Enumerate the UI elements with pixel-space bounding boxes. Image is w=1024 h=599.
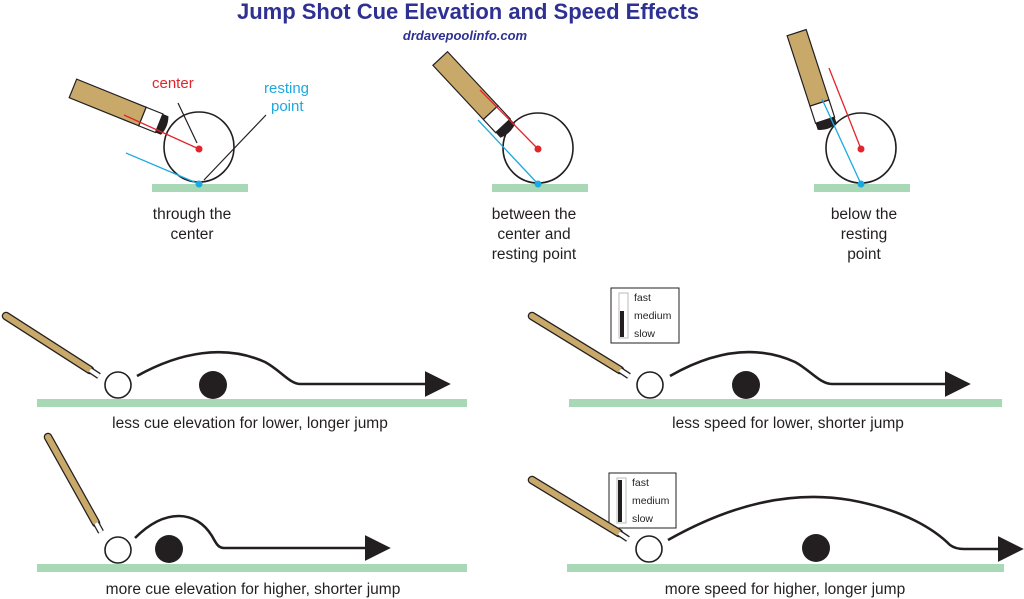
panel-more-elevation: more cue elevation for higher, shorter j…	[37, 432, 467, 598]
object-ball	[155, 535, 183, 563]
caption-line: point	[847, 246, 881, 263]
resting-point-marker	[534, 180, 542, 188]
caption-line: resting point	[492, 246, 577, 263]
caption: less cue elevation for lower, longer jum…	[112, 415, 388, 432]
cue-stick	[527, 311, 631, 379]
legend-medium: medium	[634, 310, 672, 322]
table-surface	[37, 399, 467, 407]
resting-aim-line	[477, 119, 539, 185]
center-aim-line	[828, 67, 862, 150]
table-surface	[37, 564, 467, 572]
cue-ball	[104, 536, 132, 564]
caption: more cue elevation for higher, shorter j…	[106, 581, 401, 598]
center-marker	[857, 145, 865, 153]
resting-point-marker	[857, 180, 865, 188]
resting-point-marker	[195, 180, 203, 188]
cue-stick	[527, 475, 630, 542]
center-aim-line	[123, 114, 200, 150]
cue-stick	[43, 432, 104, 534]
page-title: Jump Shot Cue Elevation and Speed Effect…	[237, 0, 699, 24]
caption-line: below the	[831, 206, 897, 223]
speed-legend: fast medium slow	[608, 472, 677, 529]
speed-level-slow	[620, 311, 624, 337]
center-aim-line	[479, 89, 539, 150]
center-label: center	[152, 75, 194, 92]
ball-path-arrow	[669, 350, 971, 397]
top-panel-between: between the center and resting point	[432, 50, 588, 263]
center-pointer-line	[177, 102, 198, 144]
resting-aim-line	[125, 152, 200, 185]
caption-line: through the	[153, 206, 231, 223]
table-surface	[567, 564, 1004, 572]
legend-fast: fast	[632, 477, 649, 489]
table-surface	[152, 184, 248, 192]
ball-path-arrow	[136, 350, 451, 397]
caption-line: center and	[497, 226, 570, 243]
ball-path-arrow	[134, 514, 391, 561]
top-panel-below: below the resting point	[786, 28, 910, 263]
resting-aim-line	[821, 98, 862, 185]
caption-line: resting	[841, 226, 888, 243]
table-surface	[814, 184, 910, 192]
panel-more-speed: fast medium slow more speed for higher, …	[527, 472, 1024, 598]
caption: less speed for lower, shorter jump	[672, 415, 904, 432]
resting-label-line1: resting	[264, 80, 309, 97]
resting-label-line2: point	[271, 98, 304, 115]
object-ball	[802, 534, 830, 562]
top-panel-through-center: center resting point through the center	[68, 75, 309, 243]
cue-ball	[104, 371, 132, 399]
cue-ball	[636, 371, 664, 399]
object-ball	[732, 371, 760, 399]
table-surface	[492, 184, 588, 192]
legend-slow: slow	[634, 328, 655, 340]
ball-path-arrow	[667, 495, 1024, 562]
legend-fast: fast	[634, 292, 651, 304]
cue-ball	[635, 535, 663, 563]
panel-less-speed: fast medium slow less speed for lower, s…	[527, 287, 1002, 432]
legend-slow: slow	[632, 513, 653, 525]
page-subtitle: drdavepoolinfo.com	[403, 28, 528, 43]
caption-line: between the	[492, 206, 576, 223]
speed-legend: fast medium slow	[610, 287, 680, 344]
panel-less-elevation: less cue elevation for lower, longer jum…	[1, 311, 467, 432]
center-marker	[195, 145, 203, 153]
caption: more speed for higher, longer jump	[665, 581, 905, 598]
legend-medium: medium	[632, 495, 670, 507]
cue-stick	[1, 311, 101, 379]
speed-level-fast	[618, 480, 622, 522]
center-marker	[534, 145, 542, 153]
table-surface	[569, 399, 1002, 407]
resting-pointer-line	[203, 114, 267, 181]
cue-stick	[68, 78, 169, 135]
caption-line: center	[170, 226, 213, 243]
object-ball	[199, 371, 227, 399]
cue-stick	[432, 50, 516, 138]
